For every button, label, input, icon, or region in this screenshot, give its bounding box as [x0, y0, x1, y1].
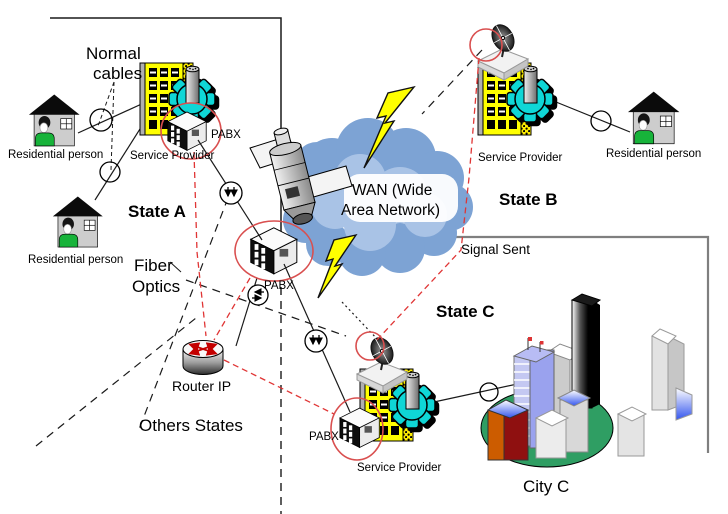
satellite-icon	[249, 127, 353, 225]
flow-circle-down-1	[219, 181, 243, 205]
service-provider-b-label: Service Provider	[478, 152, 563, 164]
alert-circle-dish-c	[355, 331, 385, 361]
cables-pointer-2	[110, 81, 115, 171]
cable-house-b	[555, 101, 631, 133]
others-states-label: Others States	[139, 416, 243, 435]
alert-circle-pabx-c	[330, 397, 384, 461]
link-circle-b	[590, 110, 612, 132]
pabx-a-label: PABX	[211, 129, 241, 141]
city-c-icon	[480, 293, 693, 468]
fiber-optics-label-2: Optics	[132, 277, 180, 296]
wan-label-backing	[344, 174, 458, 222]
signal-sent-label: Signal Sent	[461, 242, 530, 257]
flow-circle-down-2	[304, 329, 328, 353]
link-circles	[89, 108, 612, 402]
router-icon	[182, 340, 224, 375]
dish-b-wireless-dash	[421, 49, 483, 115]
alert-circles	[160, 28, 503, 461]
residential-a2-label: Residential person	[28, 254, 123, 266]
city-building-rear-right	[651, 328, 693, 421]
city-c-label: City C	[523, 477, 569, 496]
dashed-boundaries	[35, 49, 483, 447]
residential-a1-label: Residential person	[8, 149, 103, 161]
state-b-label: State B	[499, 190, 558, 209]
wan-label-1: WAN (Wide	[352, 182, 432, 199]
service-provider-b-icon	[478, 63, 557, 135]
labels: Normal cables Residential person Residen…	[8, 44, 701, 496]
fiber-optics-label-1: Fiber	[134, 256, 173, 275]
link-circle-a1	[89, 108, 113, 132]
normal-cables-label-1: Normal	[86, 44, 141, 63]
dish-c-wireless-dots	[341, 301, 381, 343]
signal-dishb-dishc	[374, 57, 480, 343]
service-provider-c-label: Service Provider	[357, 462, 442, 474]
city-building-front	[534, 406, 648, 459]
cables-pointer-1	[97, 81, 115, 127]
signal-core-router	[213, 277, 251, 341]
residential-house-a1-icon	[28, 94, 80, 147]
state-c-label: State C	[436, 302, 495, 321]
wireless-bolts	[317, 85, 416, 299]
boundary-dash-1	[137, 197, 229, 433]
pabx-core-label: PABX	[264, 280, 294, 292]
bolt-top-icon	[363, 85, 416, 169]
residential-house-a2-icon	[52, 196, 104, 248]
fiber-dash	[185, 279, 347, 337]
signal-links	[193, 57, 480, 415]
alert-circle-pabx-a	[160, 102, 222, 160]
alert-circle-dish-b	[469, 28, 503, 62]
residential-b-label: Residential person	[606, 148, 701, 160]
city-tower-black	[570, 293, 602, 409]
bolt-bottom-icon	[317, 233, 358, 299]
fiber-pointer	[169, 261, 182, 273]
normal-cables-label-2: cables	[93, 64, 142, 83]
router-ip-label: Router IP	[172, 378, 231, 394]
alert-circle-pabx-core	[234, 220, 314, 282]
state-a-label: State A	[128, 202, 186, 221]
signal-router-pabxc	[223, 359, 335, 415]
service-provider-a-label: Service Provider	[130, 150, 215, 162]
pabx-c-label: PABX	[309, 431, 339, 443]
link-circle-city	[479, 382, 499, 402]
wan-label-2: Area Network)	[341, 202, 440, 219]
link-circle-a2	[99, 161, 121, 183]
city-building-red	[486, 399, 530, 461]
residential-house-b-icon	[627, 91, 680, 145]
boundary-dash-2	[35, 317, 197, 447]
signal-pabxa-router	[193, 151, 207, 337]
